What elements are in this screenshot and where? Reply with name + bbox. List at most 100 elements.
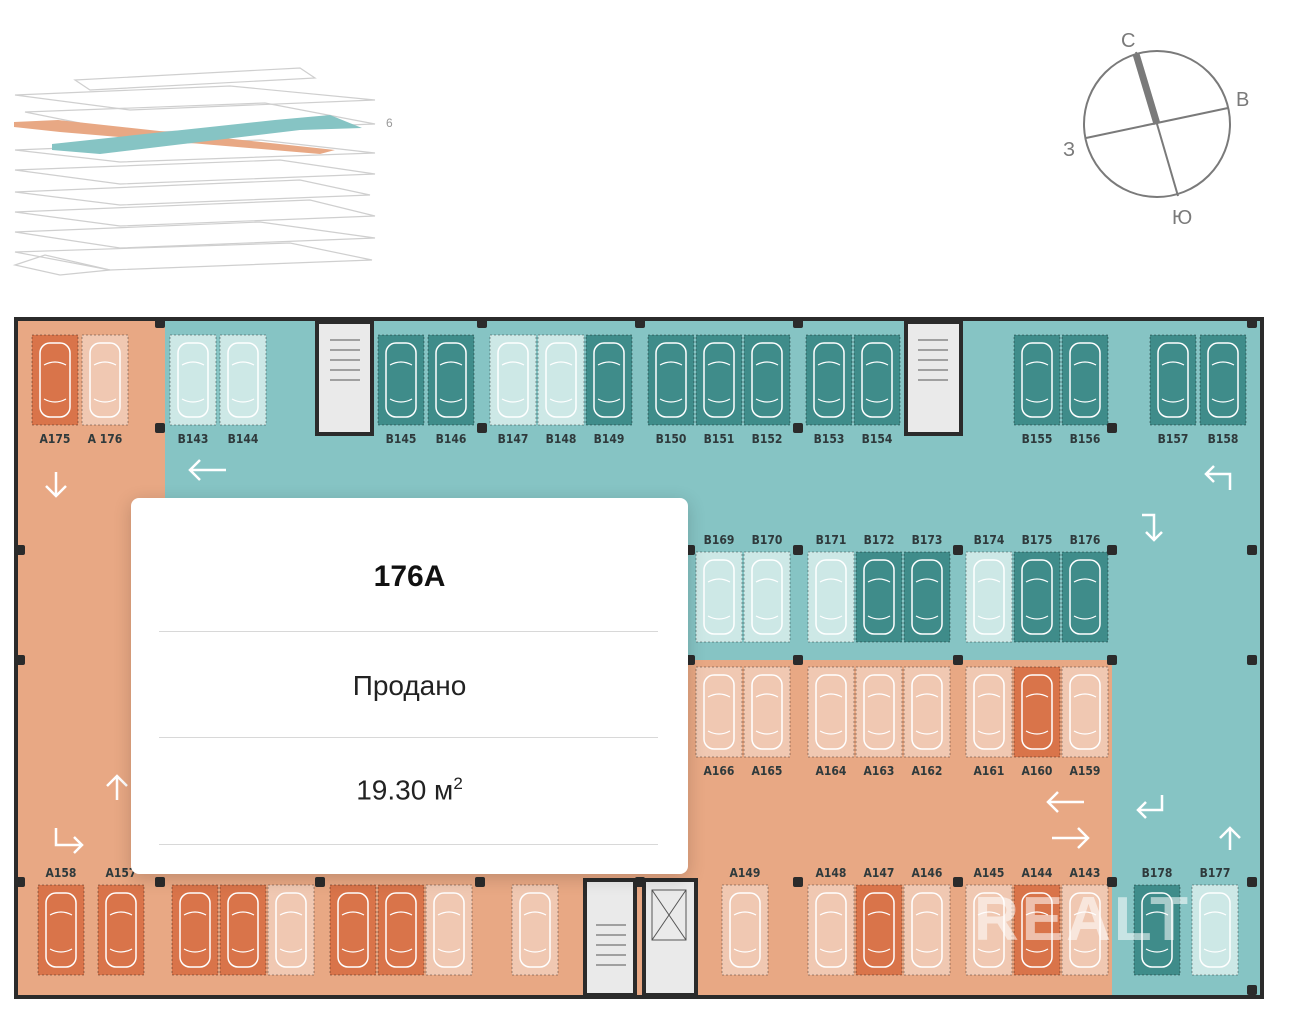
parking-spot-unlabeled[interactable] — [171, 884, 219, 976]
parking-spot-a158[interactable]: A158 — [37, 866, 85, 976]
car-windshield — [1211, 361, 1235, 403]
car-icon — [815, 674, 847, 750]
parking-spot-b178[interactable]: B178 — [1133, 866, 1181, 976]
car-windshield — [867, 578, 891, 620]
arrow-turn-left-icon — [1204, 465, 1232, 490]
parking-spot-a160[interactable]: A160 — [1013, 666, 1061, 778]
parking-spot-unlabeled[interactable] — [511, 884, 559, 976]
parking-spot-a162[interactable]: A162 — [903, 666, 951, 778]
popup-area-value: 19.30 м — [356, 774, 454, 806]
car-windshield — [181, 361, 205, 403]
parking-spot-b175[interactable]: B175 — [1013, 533, 1061, 643]
spot-label: B173 — [912, 533, 943, 547]
car-icon — [497, 342, 529, 418]
spot-label: B169 — [704, 533, 735, 547]
arrow-turn-down-icon — [1142, 513, 1163, 542]
pillar — [1107, 655, 1117, 665]
parking-spot-b153[interactable]: B153 — [805, 334, 853, 446]
car-icon — [1199, 892, 1231, 968]
pillar — [953, 655, 963, 665]
elevator-shaft — [642, 878, 698, 997]
spot-label: B145 — [386, 432, 417, 446]
spot-label: B170 — [752, 533, 783, 547]
parking-spot-b158[interactable]: B158 — [1199, 334, 1247, 446]
parking-spot-a147[interactable]: A147 — [855, 866, 903, 976]
parking-spot-b146[interactable]: B146 — [427, 334, 475, 446]
parking-spot-unlabeled[interactable] — [425, 884, 473, 976]
parking-spot-unlabeled[interactable] — [219, 884, 267, 976]
parking-spot-a144[interactable]: A144 — [1013, 866, 1061, 976]
parking-spot-b156[interactable]: B156 — [1061, 334, 1109, 446]
parking-spot-b151[interactable]: B151 — [695, 334, 743, 446]
parking-spot-b145[interactable]: B145 — [377, 334, 425, 446]
parking-spot-b152[interactable]: B152 — [743, 334, 791, 446]
popup-title: 176A — [373, 560, 446, 593]
parking-spot-a166[interactable]: A166 — [695, 666, 743, 778]
parking-spot-a148[interactable]: A148 — [807, 866, 855, 976]
car-icon — [911, 559, 943, 635]
pillar — [477, 423, 487, 433]
parking-spot-a163[interactable]: A163 — [855, 666, 903, 778]
spot-label: B177 — [1200, 866, 1231, 880]
parking-spot-a157[interactable]: A157 — [97, 866, 145, 976]
pillar — [15, 545, 25, 555]
parking-spot-b173[interactable]: B173 — [903, 533, 951, 643]
parking-spot-b143[interactable]: B143 — [169, 334, 217, 446]
spot-info-popup[interactable]: 176A Продано 19.30 м2 — [131, 498, 688, 874]
arrow-turn-left-icon — [1136, 795, 1164, 819]
pillar — [793, 318, 803, 328]
building-section-thumbnail[interactable] — [12, 67, 376, 276]
parking-spot-a165[interactable]: A165 — [743, 666, 791, 778]
parking-spot-b149[interactable]: B149 — [585, 334, 633, 446]
car-windshield — [819, 578, 843, 620]
compass-west: З — [1063, 139, 1075, 161]
parking-spot-b150[interactable]: B150 — [647, 334, 695, 446]
parking-spot-a149[interactable]: A149 — [721, 866, 769, 976]
parking-spot-a145[interactable]: A145 — [965, 866, 1013, 976]
car-icon — [435, 342, 467, 418]
parking-spot-b170[interactable]: B170 — [743, 533, 791, 643]
parking-spot-b144[interactable]: B144 — [219, 334, 267, 446]
parking-spot-a146[interactable]: A146 — [903, 866, 951, 976]
car-windshield — [707, 578, 731, 620]
spot-label: A157 — [106, 866, 137, 880]
parking-spot-b177[interactable]: B177 — [1191, 866, 1239, 976]
spot-label: A148 — [816, 866, 847, 880]
car-windshield — [755, 361, 779, 403]
parking-spot-a143[interactable]: A143 — [1061, 866, 1109, 976]
parking-spot-b172[interactable]: B172 — [855, 533, 903, 643]
parking-spot-a159[interactable]: A159 — [1061, 666, 1109, 778]
parking-spot-a164[interactable]: A164 — [807, 666, 855, 778]
parking-spot-b174[interactable]: B174 — [965, 533, 1013, 643]
parking-spot-b148[interactable]: B148 — [537, 334, 585, 446]
car-windshield — [1025, 578, 1049, 620]
arrow-right-icon — [1052, 827, 1090, 849]
parking-spot-a161[interactable]: A161 — [965, 666, 1013, 778]
parking-spot-a175[interactable]: A175 — [31, 334, 79, 446]
parking-spot-unlabeled[interactable] — [377, 884, 425, 976]
parking-spot-b171[interactable]: B171 — [807, 533, 855, 643]
pillar — [155, 423, 165, 433]
car-windshield — [341, 911, 365, 953]
spot-label: B172 — [864, 533, 895, 547]
parking-spot-b154[interactable]: B154 — [853, 334, 901, 446]
parking-spot-a176[interactable]: A 176 — [81, 334, 129, 446]
spot-label: B154 — [862, 432, 893, 446]
parking-spot-unlabeled[interactable] — [329, 884, 377, 976]
car-windshield — [231, 911, 255, 953]
car-windshield — [819, 911, 843, 953]
parking-spot-b155[interactable]: B155 — [1013, 334, 1061, 446]
parking-spot-unlabeled[interactable] — [267, 884, 315, 976]
car-icon — [1141, 892, 1173, 968]
car-icon — [179, 892, 211, 968]
stairwell-bottom — [583, 878, 637, 997]
parking-spot-b147[interactable]: B147 — [489, 334, 537, 446]
car-icon — [751, 559, 783, 635]
car-icon — [863, 674, 895, 750]
parking-spot-b169[interactable]: B169 — [695, 533, 743, 643]
car-windshield — [867, 911, 891, 953]
car-icon — [863, 892, 895, 968]
parking-spot-b176[interactable]: B176 — [1061, 533, 1109, 643]
parking-spot-b157[interactable]: B157 — [1149, 334, 1197, 446]
compass-south: Ю — [1172, 207, 1192, 229]
